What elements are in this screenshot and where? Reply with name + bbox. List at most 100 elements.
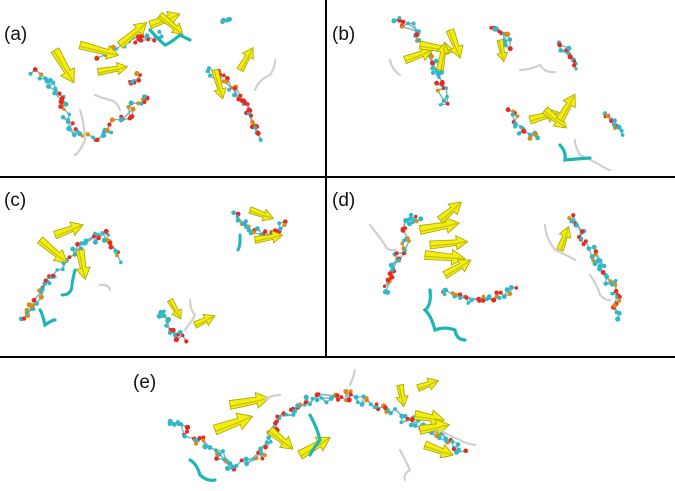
atom — [400, 228, 406, 233]
atom — [275, 414, 280, 419]
atom — [418, 216, 424, 222]
atom — [437, 75, 441, 79]
atom — [139, 101, 144, 106]
atom — [397, 18, 402, 23]
panel-a-sheet — [157, 11, 184, 35]
atom — [37, 76, 42, 81]
atom — [197, 436, 202, 441]
atom — [107, 240, 113, 246]
atom — [444, 438, 449, 443]
atom — [604, 274, 610, 280]
atom — [445, 94, 449, 99]
panel-d-sheet — [556, 225, 572, 252]
atom — [516, 131, 522, 136]
beta-sheet-body — [212, 412, 254, 436]
panel-a-sheet — [50, 47, 75, 84]
atom — [80, 134, 85, 138]
atom — [269, 440, 273, 444]
atom — [617, 310, 622, 316]
atom — [411, 21, 416, 26]
beta-sheet-body — [36, 236, 68, 263]
panel-c-turn — [60, 268, 77, 297]
atom — [184, 429, 190, 434]
atom — [438, 103, 443, 107]
atom — [359, 402, 365, 407]
panel-a-coil — [253, 58, 277, 92]
atom — [613, 279, 618, 283]
atom — [205, 69, 210, 74]
atom — [72, 132, 77, 138]
atom — [164, 323, 168, 328]
atom — [368, 402, 373, 407]
atom — [217, 452, 222, 457]
beta-sheet-body — [423, 440, 454, 459]
atom — [214, 448, 218, 453]
panel-b-sheet — [555, 93, 576, 123]
atom — [172, 332, 178, 338]
atom — [433, 58, 439, 64]
atom — [263, 229, 268, 234]
atom — [454, 450, 459, 455]
atom — [94, 55, 100, 61]
beta-sheet-body — [429, 235, 469, 251]
atom — [586, 246, 592, 251]
atom — [616, 124, 622, 130]
atom — [136, 78, 141, 83]
panel-a-sheet — [78, 40, 120, 60]
atom — [51, 80, 56, 85]
atom — [22, 316, 27, 321]
atom — [96, 235, 101, 241]
atom — [67, 112, 72, 117]
atom — [259, 451, 263, 456]
beta-sheet-shade — [560, 95, 575, 121]
atom — [612, 118, 617, 123]
panel-a-coil — [93, 93, 122, 112]
panel-b-label: (b) — [332, 24, 356, 45]
atom — [439, 81, 445, 86]
beta-sheet-body — [211, 68, 227, 100]
atom — [170, 327, 176, 333]
beta-sheet-shade — [448, 30, 461, 57]
beta-sheet-shade — [195, 316, 214, 327]
atom — [39, 72, 44, 77]
atom — [247, 108, 253, 113]
atom — [507, 37, 513, 42]
atom — [450, 439, 455, 444]
panel-e-coil — [438, 428, 477, 447]
atom — [388, 410, 393, 416]
atom — [193, 441, 199, 446]
panel-c-sheet — [53, 221, 84, 240]
atom — [408, 212, 414, 218]
atom — [393, 407, 397, 411]
atom — [515, 114, 520, 118]
atom — [291, 412, 296, 417]
atom — [192, 438, 197, 443]
atom — [165, 318, 170, 324]
atom — [58, 99, 64, 105]
beta-sheet-shade — [98, 66, 126, 74]
atom — [171, 422, 177, 427]
atom — [405, 236, 410, 241]
atom — [91, 135, 95, 140]
atom — [509, 285, 514, 290]
atom — [274, 419, 279, 424]
atom — [403, 248, 407, 253]
atom — [457, 292, 463, 297]
atom — [399, 420, 404, 425]
atom — [353, 394, 359, 400]
beta-sheet-shade — [424, 445, 452, 456]
atom — [208, 73, 212, 78]
atom — [262, 453, 267, 458]
atom — [463, 448, 469, 454]
atom — [615, 316, 621, 322]
beta-sheet-body — [96, 61, 129, 76]
panel-e-coil — [263, 393, 282, 402]
atom — [430, 70, 436, 76]
atom — [146, 37, 151, 42]
atom — [130, 106, 136, 112]
panel-d-sheet — [424, 248, 466, 266]
atom — [175, 420, 181, 425]
atom — [391, 18, 397, 24]
atom — [408, 422, 414, 428]
beta-sheet-shade — [398, 385, 405, 405]
